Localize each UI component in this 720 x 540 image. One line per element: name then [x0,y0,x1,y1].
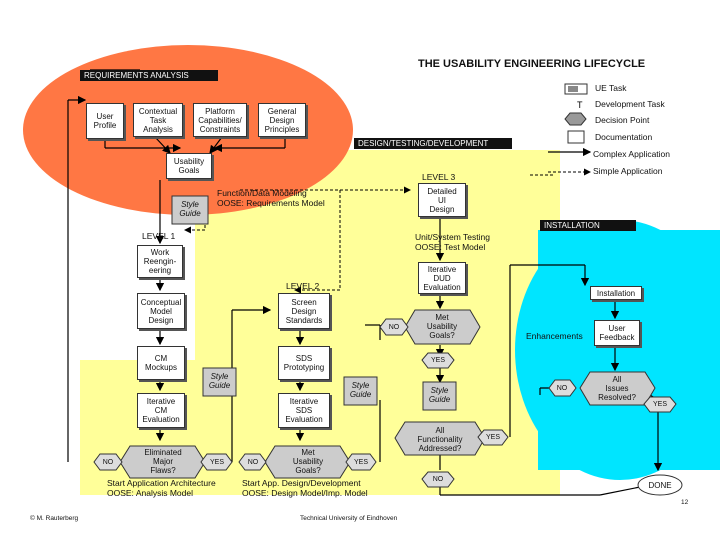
user-profile-box: User Profile [86,103,124,139]
page-title: THE USABILITY ENGINEERING LIFECYCLE [418,58,646,70]
style-guide-4: Style Guide [428,386,451,404]
detailed-ui-box: Detailed UI Design [418,183,466,217]
style-guide-2: Style Guide [208,372,231,390]
screen-design-box: Screen Design Standards [278,293,330,329]
all-issues-decision: All Issues Resolved? [598,375,636,402]
page-number: 12 [681,499,689,506]
level-3: LEVEL 3 [422,172,456,182]
footer-university: Technical University of Eindhoven [300,515,398,522]
style-guide-shapes [171,195,457,411]
conceptual-model-box: Conceptual Model Design [137,293,185,329]
style-guide-3: Style Guide [349,381,372,399]
start-dev-text: Start App. Design/Development OOSE: Desi… [242,478,368,498]
requirements-header: REQUIREMENTS ANALYSIS [80,70,218,81]
done-oval [637,474,683,496]
enhancements-text: Enhancements [526,331,583,341]
function-model-text: Function/Data Modeling OOSE: Requirement… [217,188,325,208]
eliminated-flaws-decision: Eliminated Major Flaws? [144,448,182,475]
unit-test-text: Unit/System Testing OOSE: Test Model [415,232,490,252]
work-reengineering-box: Work Reengin- eering [137,245,183,278]
answer-yes: YES [353,459,368,466]
legend-decision-swatch [564,112,587,126]
legend-decision: Decision Point [595,115,650,125]
sds-prototyping-box: SDS Prototyping [278,346,330,380]
legend-doc-swatch [567,130,585,144]
answer-yes: YES [652,401,667,408]
platform-box: Platform Capabilities/ Constraints [193,103,247,137]
legend-dev-task-swatch: T [577,100,583,110]
answer-no: NO [247,459,259,466]
answer-yes: YES [485,434,500,441]
general-design-box: General Design Principles [258,103,306,137]
footer-author: © M. Rauterberg [30,515,79,522]
cm-mockups-box: CM Mockups [137,346,185,380]
user-feedback-box: User Feedback [594,320,640,346]
iterative-sds-box: Iterative SDS Evaluation [278,393,330,428]
legend-simple: Simple Application [593,166,663,176]
met-goals-decision-1: Met Usability Goals? [292,448,324,475]
answer-no: NO [556,385,568,392]
legend-doc: Documentation [595,132,653,142]
answer-yes: YES [430,357,445,364]
usability-goals-box: Usability Goals [166,153,212,179]
simple-flow-lines [184,174,555,294]
start-arch-text: Start Application Architecture OOSE: Ana… [107,478,216,498]
level-1: LEVEL 1 [142,231,176,241]
all-functionality-decision: All Functionality Addressed? [417,426,463,453]
installation-header: INSTALLATION [540,220,636,231]
iterative-dud-box: Iterative DUD Evaluation [418,262,466,294]
iterative-cm-box: Iterative CM Evaluation [137,393,185,428]
legend-ue-task: UE Task [595,83,627,93]
answer-no: NO [102,459,114,466]
answer-no: NO [432,476,444,483]
contextual-task-box: Contextual Task Analysis [133,103,183,137]
installation-box: Installation [590,286,642,300]
design-header: DESIGN/TESTING/DEVELOPMENT [354,138,512,149]
legend-complex: Complex Application [593,149,671,159]
installation-rect [538,230,720,470]
met-goals-decision-2: Met Usability Goals? [426,313,458,340]
requirements-region [23,45,353,215]
style-guide-1: Style Guide [179,200,201,218]
answer-yes: YES [209,459,224,466]
answer-no: NO [388,324,400,331]
done-label: DONE [648,481,672,490]
level-2: LEVEL 2 [286,281,320,291]
legend-dev-task: Development Task [595,99,665,109]
